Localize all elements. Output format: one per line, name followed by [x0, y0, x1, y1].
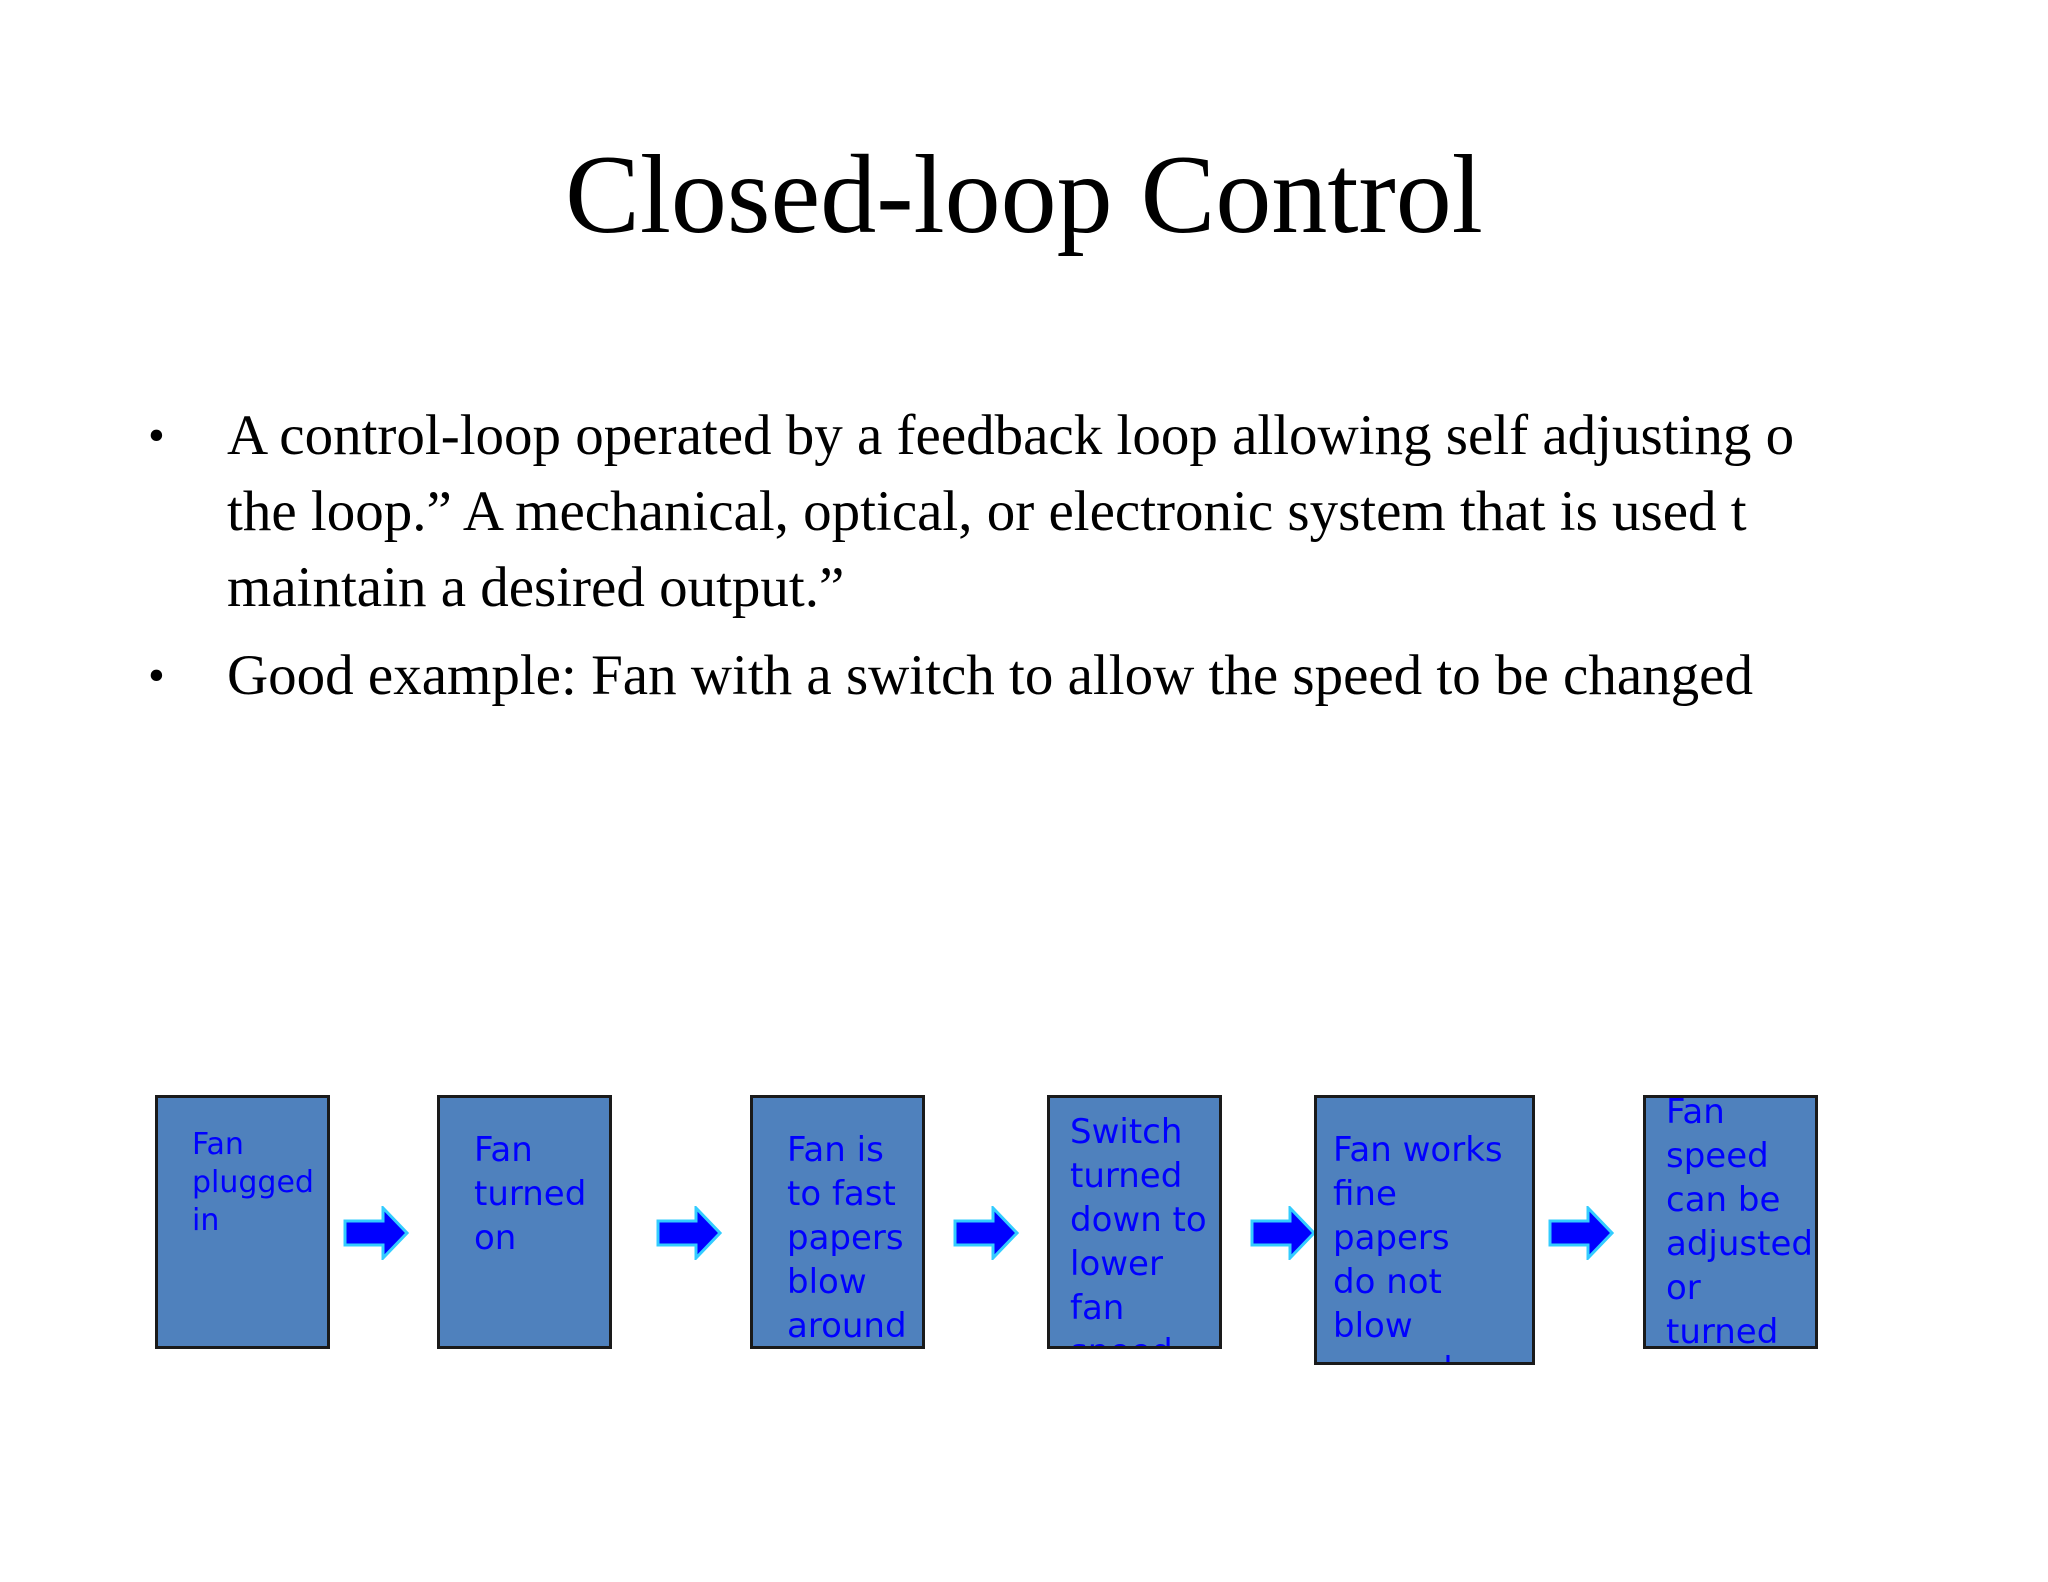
flow-step-fan-turned-on: Fan turned on — [437, 1095, 612, 1349]
flow-step-switch-turned-down: Switch turned down to lower fan speed — [1047, 1095, 1222, 1349]
flow-step-fan-plugged-in: Fan plugged in — [155, 1095, 330, 1349]
flow-step-label: Fan plugged in — [192, 1127, 314, 1238]
bullet-example: • Good example: Fan with a switch to all… — [148, 638, 1988, 714]
bullet-icon: • — [148, 649, 165, 702]
right-arrow-icon — [343, 1206, 409, 1260]
flow-step-label: Switch turned down to lower fan speed — [1070, 1112, 1207, 1346]
right-arrow-icon — [1548, 1206, 1614, 1260]
right-arrow-icon — [953, 1206, 1019, 1260]
flow-step-fan-too-fast: Fan is to fast papers blow around — [750, 1095, 925, 1349]
bullet-definition: • A control-loop operated by a feedback … — [148, 398, 1988, 626]
bullet-line: A control-loop operated by a feedback lo… — [227, 404, 1795, 467]
flow-step-label: Fan turned on — [474, 1130, 587, 1258]
right-arrow-icon — [656, 1206, 722, 1260]
bullet-line: Good example: Fan with a switch to allow… — [227, 644, 1753, 707]
flow-step-label: Fan is to fast papers blow around — [787, 1130, 907, 1346]
slide-title: Closed-loop Control — [565, 133, 1483, 257]
flow-step-label: Fan speed can be adjusted or turned off — [1666, 1095, 1813, 1349]
bullet-icon: • — [148, 409, 165, 462]
bullet-line: maintain a desired output.” — [227, 556, 845, 619]
right-arrow-icon — [1250, 1206, 1316, 1260]
bullet-line: the loop.” A mechanical, optical, or ele… — [227, 480, 1747, 543]
flow-step-fan-speed-adjusted: Fan speed can be adjusted or turned off — [1643, 1095, 1818, 1349]
flow-step-fan-works-fine: Fan works fine papers do not blow around — [1314, 1095, 1535, 1365]
bullet-list: • A control-loop operated by a feedback … — [148, 398, 1988, 726]
flow-step-label: Fan works fine papers do not blow around — [1333, 1130, 1503, 1362]
